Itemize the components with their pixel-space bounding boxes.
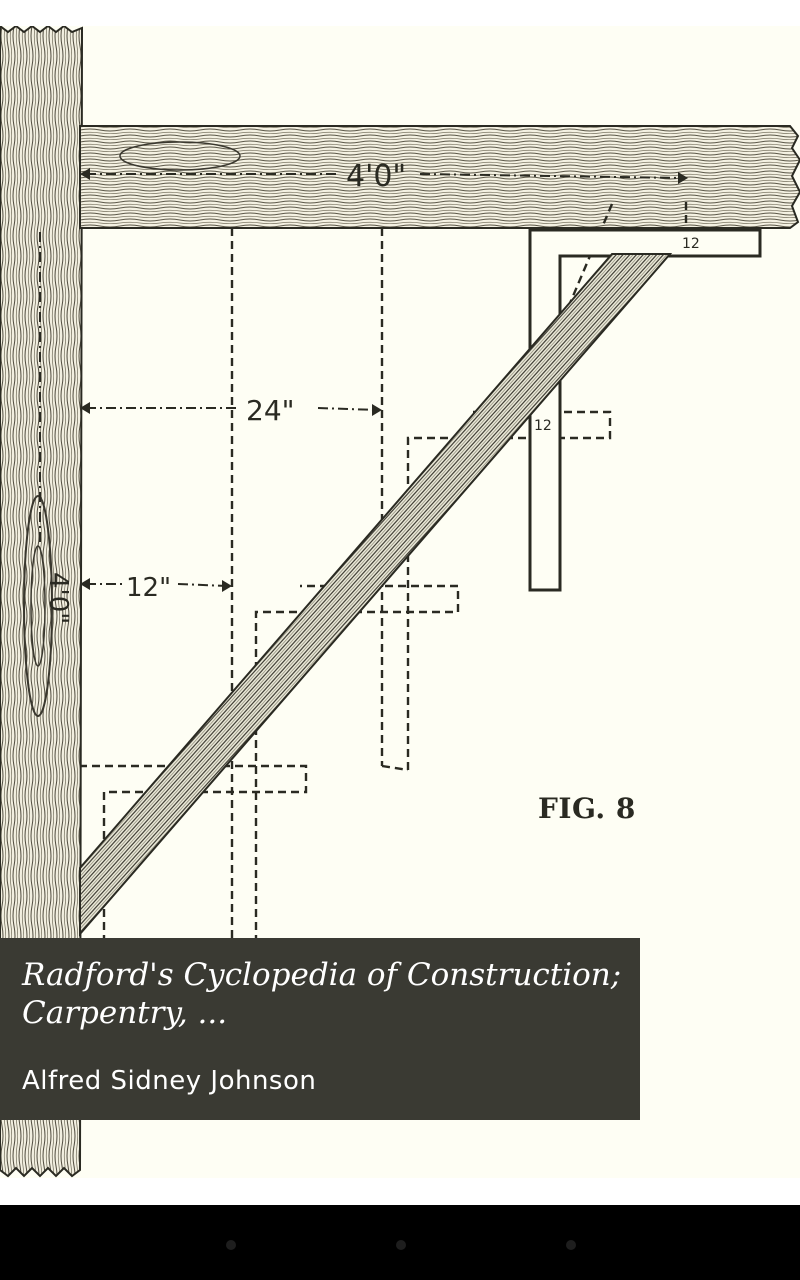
- dimension-side: 4'0": [39, 232, 73, 624]
- diagonal-brace: [79, 253, 673, 937]
- book-title: Radford's Cyclopedia of Construction; Ca…: [22, 957, 622, 1031]
- square-tag-mid: 12: [534, 418, 552, 434]
- dimension-12-label: 12": [126, 573, 171, 603]
- home-button-icon[interactable]: [396, 1240, 406, 1250]
- dimension-top-label: 4'0": [346, 159, 406, 194]
- vertical-post: [0, 26, 84, 1178]
- dimension-top: 4'0": [80, 159, 688, 194]
- square-tag-top: 12: [682, 236, 700, 252]
- steel-square: 12 12: [528, 228, 762, 592]
- figure-label: FIG. 8: [538, 792, 636, 825]
- dimension-24: 24": [80, 394, 382, 427]
- dimension-24-label: 24": [246, 394, 295, 427]
- horizontal-beam: [79, 125, 800, 229]
- title-panel: [0, 938, 640, 1120]
- book-author: Alfred Sidney Johnson: [22, 1066, 317, 1096]
- dimension-12: 12": [80, 573, 232, 603]
- recent-apps-button-icon[interactable]: [566, 1240, 576, 1250]
- book-cover[interactable]: 4'0" 24": [0, 0, 800, 1205]
- dimension-side-label: 4'0": [43, 572, 73, 624]
- back-button-icon[interactable]: [226, 1240, 236, 1250]
